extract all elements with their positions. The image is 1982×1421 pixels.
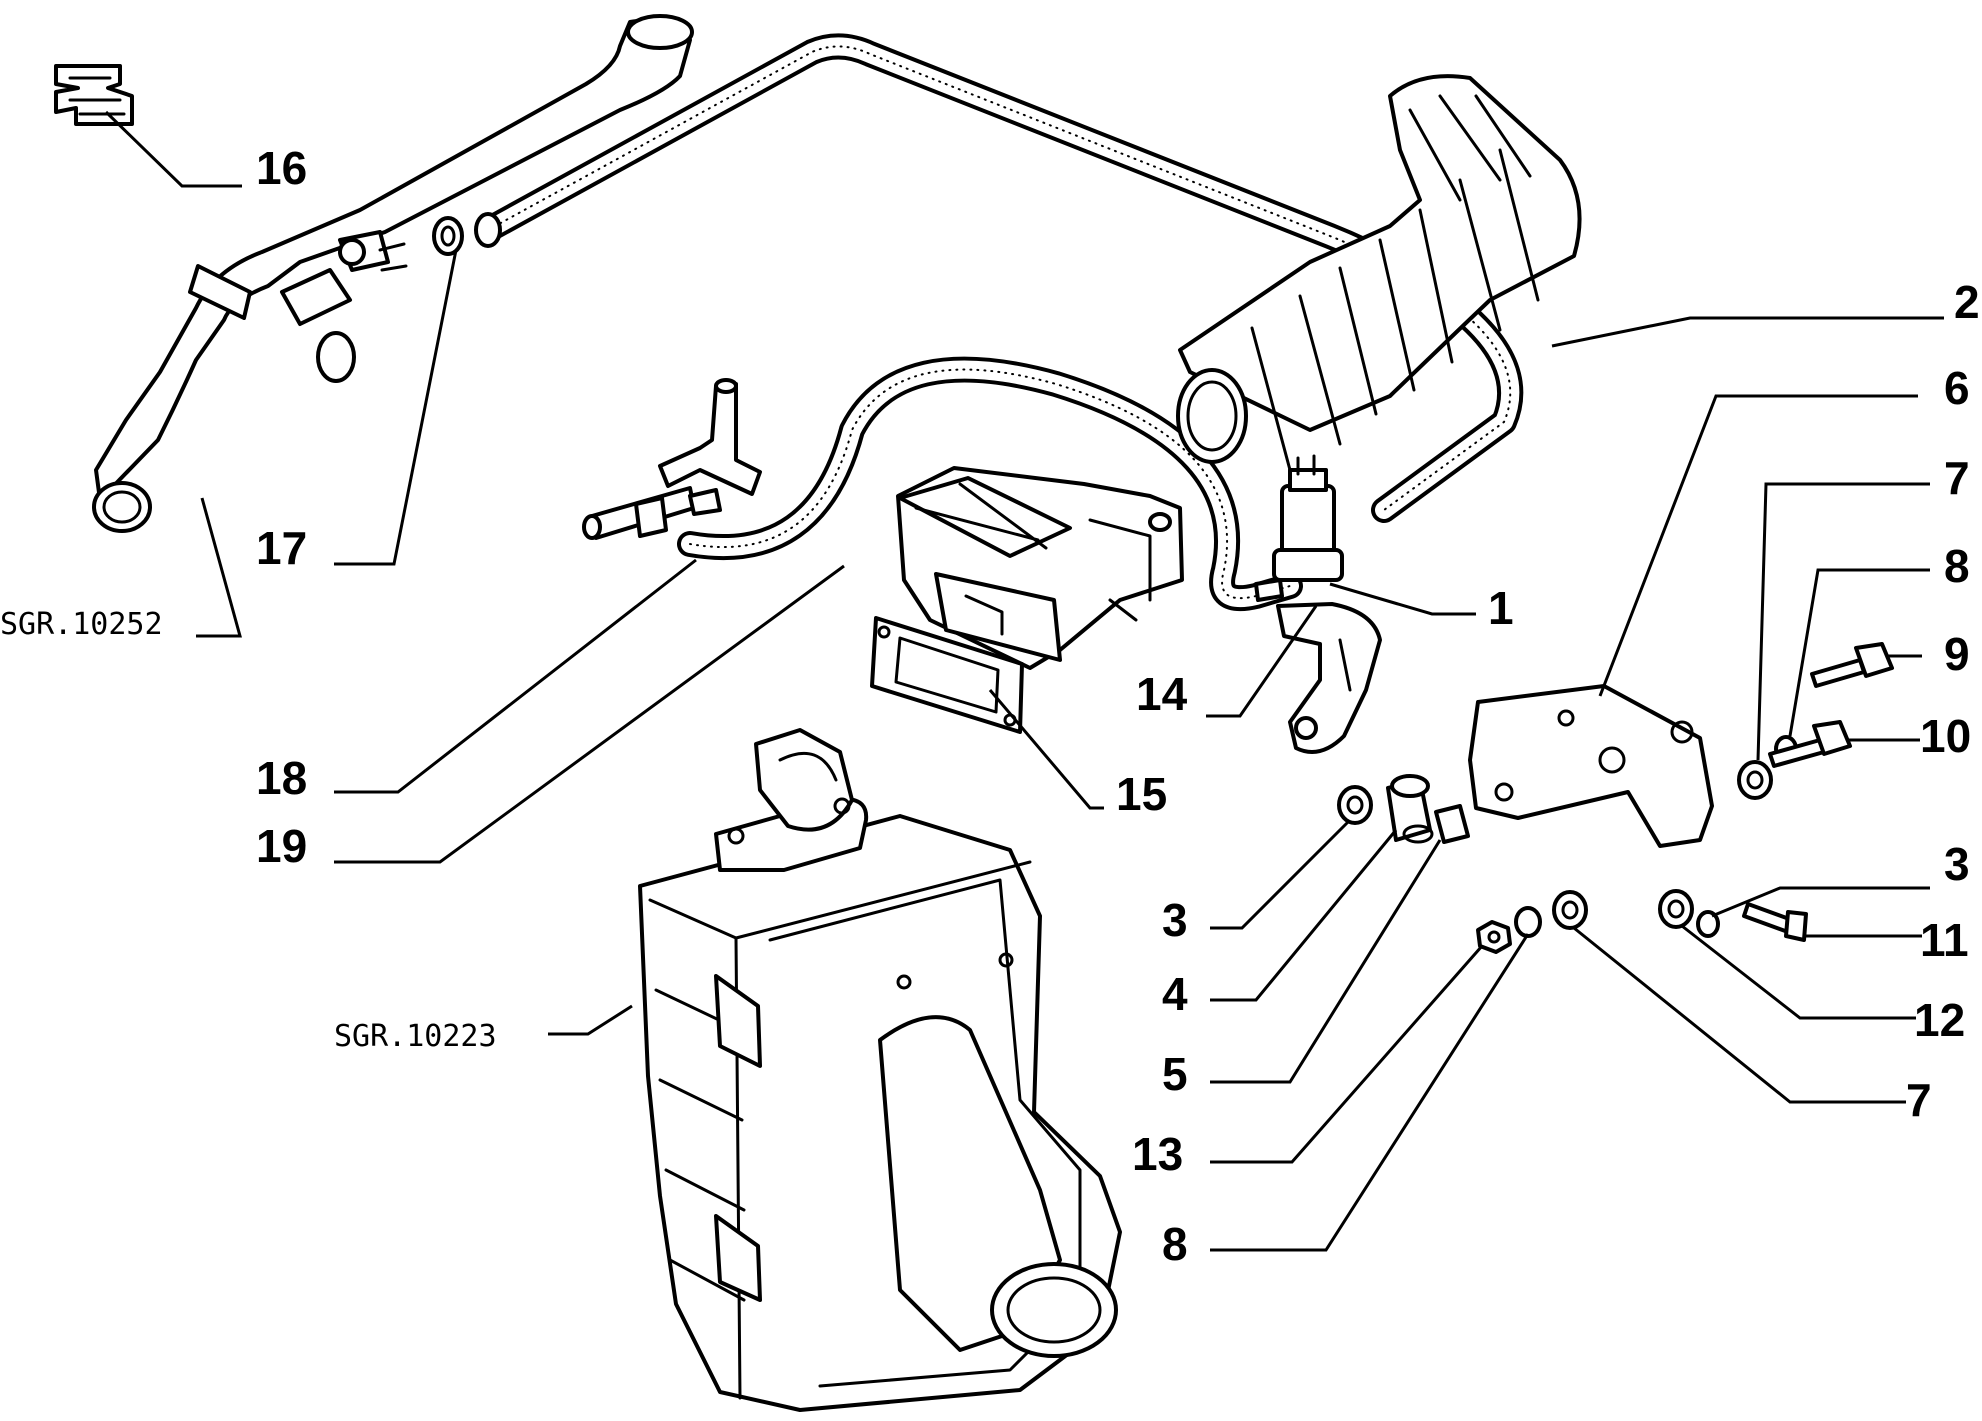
part-16-clip: [54, 64, 134, 126]
label-7a: 7: [1944, 452, 1970, 504]
label-12: 12: [1914, 994, 1965, 1046]
label-15: 15: [1116, 768, 1167, 820]
label-14: 14: [1136, 668, 1188, 720]
label-3b: 3: [1944, 838, 1970, 890]
part-19-air-flow-meter: [896, 466, 1184, 670]
coolant-pipe: [92, 14, 694, 533]
part-12-washer: [1696, 910, 1720, 938]
label-17: 17: [256, 522, 307, 574]
part-4-rubber-bush: [1386, 774, 1434, 844]
part-3-washer-left: [1337, 785, 1373, 825]
label-3a: 3: [1162, 894, 1188, 946]
label-9: 9: [1944, 628, 1970, 680]
part-11-bolt: [1742, 902, 1808, 942]
label-7b: 7: [1906, 1074, 1932, 1126]
label-10: 10: [1920, 710, 1971, 762]
part-17-clamp: [432, 216, 464, 256]
label-8a: 8: [1944, 540, 1970, 592]
label-16: 16: [256, 142, 307, 194]
part-8-lock-washer-lower: [1514, 906, 1542, 938]
leader-lines: [104, 110, 1944, 1252]
callout-labels: 16 17 SGR.10252 18 19 SGR.10223 1 2 14 1…: [0, 142, 1980, 1270]
label-6: 6: [1944, 362, 1970, 414]
ref-air-box: SGR.10223: [334, 1019, 497, 1054]
label-13: 13: [1132, 1128, 1183, 1180]
label-8b: 8: [1162, 1218, 1188, 1270]
part-9-bolt: [1810, 642, 1894, 688]
part-3-washer-right: [1658, 889, 1694, 929]
ref-coolant-pipe: SGR.10252: [0, 607, 163, 642]
label-4: 4: [1162, 968, 1188, 1020]
label-11: 11: [1920, 914, 1969, 966]
t-connector: [582, 378, 762, 540]
part-1-solenoid-valve: [1254, 454, 1344, 602]
part-18-hose: [677, 356, 1303, 612]
label-19: 19: [256, 820, 307, 872]
air-intake-bellows: [1176, 74, 1582, 472]
label-5: 5: [1162, 1048, 1188, 1100]
part-7-washer-upper: [1737, 760, 1773, 800]
part-6-mounting-bracket: [1468, 684, 1714, 848]
part-5-spacer: [1434, 804, 1470, 844]
part-13-nut: [1476, 920, 1512, 954]
air-box: [638, 728, 1122, 1412]
label-18: 18: [256, 752, 307, 804]
label-1: 1: [1488, 582, 1514, 634]
part-10-bolt: [1768, 720, 1852, 768]
label-2: 2: [1954, 276, 1980, 328]
part-14-bracket: [1276, 602, 1382, 754]
part-7-washer-lower: [1552, 890, 1588, 930]
